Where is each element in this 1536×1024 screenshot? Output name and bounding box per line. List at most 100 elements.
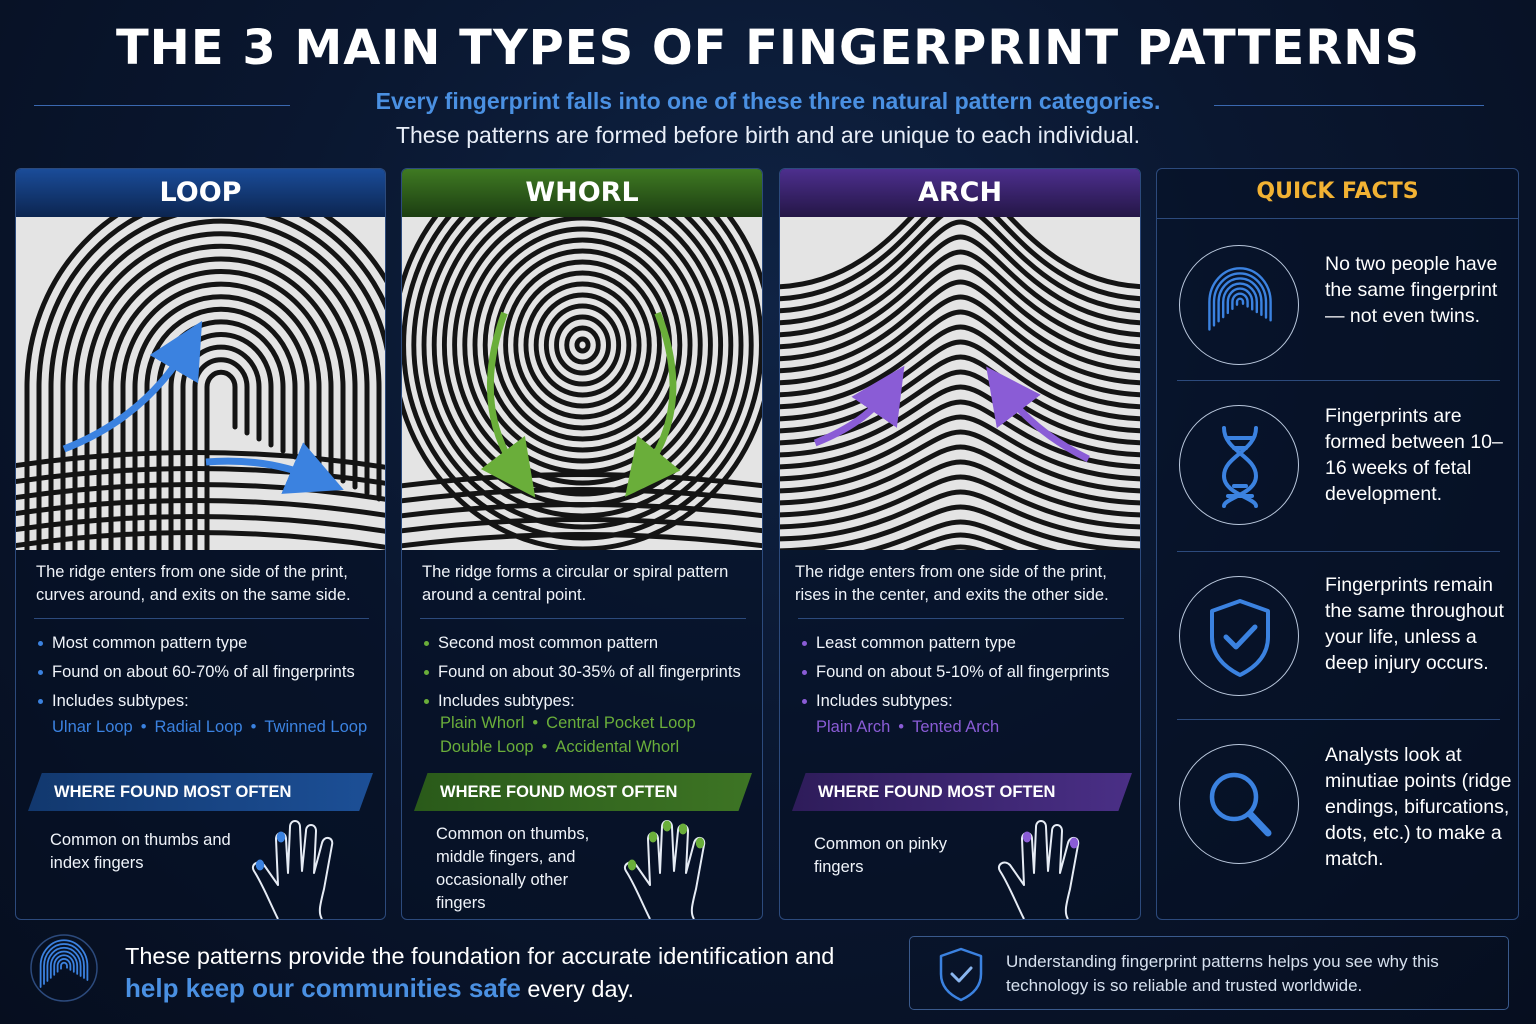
fact-item: Fingerprints are formed between 10–16 we… [1157, 381, 1520, 549]
card-divider [798, 618, 1124, 619]
bullet-item: Includes subtypes: [424, 687, 762, 716]
subtype: Double Loop [440, 738, 534, 756]
subtype: Tented Arch [912, 718, 1000, 736]
ridge-line [16, 514, 385, 534]
ridge-line [780, 444, 1140, 506]
ridge-line [16, 450, 385, 470]
subtype-list: Plain Arch•Tented Arch [816, 715, 1140, 739]
card-divider [420, 618, 746, 619]
fingertip-highlight [662, 820, 672, 832]
ridge-ring [543, 303, 622, 387]
ridge-line [780, 429, 1140, 494]
card-title: ARCH [780, 169, 1140, 217]
fingerprint-ridge [53, 954, 75, 976]
dna-icon [1221, 426, 1259, 508]
ridge-line [108, 269, 334, 550]
ridge-line [204, 369, 238, 550]
ridge-line [402, 472, 762, 489]
ridge-line [780, 217, 1140, 314]
ridge-line [780, 234, 1140, 338]
ridge-line [780, 399, 1140, 470]
direction-arrow [986, 366, 1090, 463]
subtype: Radial Loop [154, 718, 243, 736]
fact-text: Fingerprints are formed between 10–16 we… [1325, 405, 1503, 505]
ridge-line [780, 219, 1140, 326]
ridge-line [24, 217, 385, 550]
subtitle-row: Every fingerprint falls into one of thes… [0, 88, 1536, 118]
fingertip-highlight [1022, 831, 1032, 843]
ridge-line [120, 281, 322, 550]
bullet-item: Least common pattern type [802, 629, 1140, 658]
ridge-line [402, 502, 762, 519]
subtype-separator: • [541, 738, 548, 756]
where-found-banner: WHERE FOUND MOST OFTEN [28, 773, 373, 811]
direction-arrow [62, 320, 203, 453]
direction-arrow [205, 442, 344, 494]
hand-icon [998, 820, 1080, 919]
ridge-line [132, 294, 310, 550]
hand-outline [624, 820, 706, 919]
ridge-group [16, 217, 385, 550]
bullet-list: Least common pattern type Found on about… [802, 629, 1140, 716]
footer-text: every day. [520, 976, 635, 1002]
fingerprint-ridge [1217, 277, 1263, 323]
ridge-line [48, 217, 385, 550]
fact-text: No two people have the same fingerprint—… [1325, 253, 1498, 327]
subtitle-rule-left [34, 105, 290, 106]
ridge-line [934, 544, 987, 550]
fingertip-highlight [678, 823, 688, 835]
fingerprint-ridge [1231, 292, 1249, 311]
subtype-row: Double Loop•Accidental Whorl [440, 735, 762, 759]
ridge-line [402, 532, 762, 549]
card-title: WHORL [402, 169, 762, 217]
footer-text: These patterns provide the foundation fo… [125, 943, 835, 969]
fingerprint-ridge [56, 958, 72, 973]
magnifier-icon [1209, 772, 1272, 837]
subtype-separator: • [532, 714, 539, 732]
fingerprint-ridge [43, 943, 85, 985]
subtype: Plain Arch [816, 718, 891, 736]
fact-icon-circle [1179, 744, 1299, 864]
subtype: Central Pocket Loop [546, 714, 696, 732]
ridge-line [72, 231, 370, 550]
fingertip-highlight [276, 831, 286, 843]
footer-highlight: help keep our communities safe [125, 973, 521, 1003]
bullet-item: Found on about 60-70% of all fingerprint… [38, 658, 383, 687]
fingerprint-ridge [1222, 282, 1258, 319]
card-description: The ridge enters from one side of the pr… [36, 563, 351, 604]
quick-facts-title: QUICK FACTS [1157, 169, 1518, 219]
bullet-item: Found on about 30-35% of all fingerprint… [424, 658, 762, 687]
fact-text: Analysts look at minutiae points (ridge … [1325, 744, 1512, 870]
ridge-ring [503, 259, 662, 431]
ridge-ring [533, 292, 632, 398]
bullet-item: Includes subtypes: [38, 687, 383, 716]
whorl-fingerprint-image [402, 217, 762, 550]
hand-icon [624, 820, 706, 919]
subtitle-rule-right [1214, 105, 1484, 106]
ridge-ring [513, 270, 652, 420]
direction-arrow [813, 365, 905, 447]
fingerprint-ridge [1212, 272, 1268, 327]
fact-item: No two people have the same fingerprint—… [1157, 221, 1520, 389]
loop-fingerprint-image [16, 217, 385, 550]
bullet-item: Second most common pattern [424, 629, 762, 658]
ridge-ring [411, 217, 754, 530]
subtype-row: Ulnar Loop•Radial Loop•Twinned Loop [52, 715, 382, 739]
pattern-card-whorl: WHORL The ridge forms a circular or spir… [401, 168, 763, 920]
pattern-card-arch: ARCH The ridge enters from one side of t… [779, 168, 1141, 920]
fact-divider [1177, 551, 1500, 552]
ridge-ring [402, 217, 762, 550]
footer-note-text: Understanding fingerprint patterns helps… [1006, 952, 1439, 995]
ridge-ring [482, 237, 683, 453]
fingerprint-ridge [46, 946, 82, 982]
fact-text: Fingerprints remain the same throughout … [1325, 574, 1504, 674]
where-found-text: Common on pinky fingers [814, 835, 947, 876]
where-found-banner: WHERE FOUND MOST OFTEN [414, 773, 752, 811]
ridge-ring [402, 217, 762, 541]
ridge-line [780, 264, 1140, 362]
ridge-line [902, 532, 1019, 550]
shield-check-icon [939, 947, 983, 1002]
ridge-line [780, 249, 1140, 350]
ridge-line [84, 243, 358, 550]
ridge-line [16, 482, 385, 502]
